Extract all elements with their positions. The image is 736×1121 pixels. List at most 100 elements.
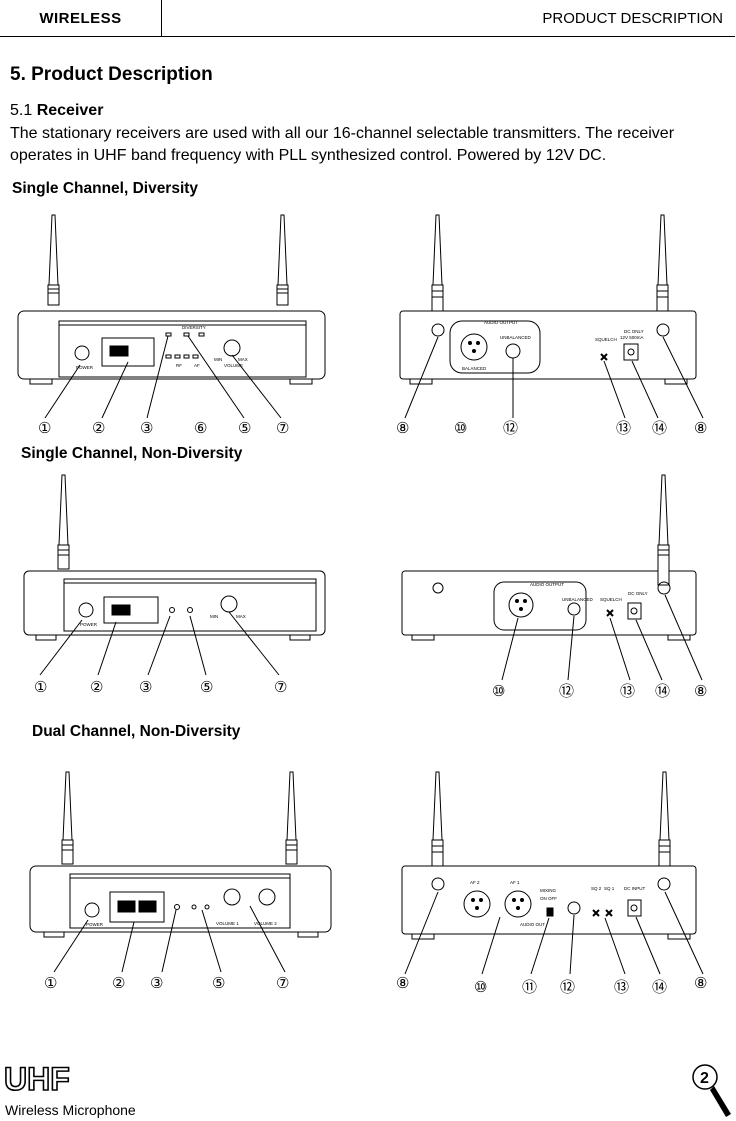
front-panel — [69, 873, 291, 929]
xlr-output-1[interactable] — [504, 890, 532, 918]
front-antenna-left — [47, 214, 60, 306]
callout-front-1: ① — [38, 420, 51, 437]
callout-front-3: ③ — [150, 975, 163, 992]
back-antenna-right — [656, 214, 669, 326]
power-label: POWER — [86, 922, 104, 927]
dc-spec-label: 12V 500mA — [620, 335, 644, 340]
footer-caption: Wireless Microphone — [5, 1102, 136, 1118]
callout-back-3: ⑬ — [620, 683, 635, 700]
callout-front-2: ② — [90, 679, 103, 696]
callout-back-2: ⑩ — [474, 979, 487, 996]
unbalanced-jack[interactable] — [567, 602, 581, 616]
volume-label: VOLUME — [224, 363, 243, 368]
callout-back-4: ⑬ — [616, 420, 631, 437]
squelch-1-adjust[interactable] — [605, 909, 613, 917]
subsection-name: Receiver — [36, 102, 104, 119]
power-label: POWER — [80, 622, 98, 627]
callout-back-6: ⑧ — [694, 420, 707, 437]
balanced-label: BALANCED — [462, 366, 487, 371]
page-number-mic-icon: 2 — [692, 1064, 731, 1117]
dc-input-jack[interactable] — [623, 343, 639, 361]
channel-display — [103, 596, 159, 624]
diagram-single-diversity: POWER DIVERSITY RF AF MIN MAX VOLUME AUD… — [17, 214, 707, 437]
volume1-label: VOLUME 1 — [216, 921, 239, 926]
callout-back-5: ⑧ — [694, 683, 707, 700]
min-label: MIN — [210, 614, 218, 619]
dc-input-label: DC INPUT — [624, 886, 646, 891]
mixing-switch[interactable] — [546, 907, 554, 917]
callout-back-5: ⑭ — [652, 420, 667, 437]
header-brand: WIRELESS — [0, 0, 162, 36]
diagram-dual-non-diversity: POWER VOLUME 1 VOLUME 2 AF 2 AF 1 MIXING… — [29, 771, 707, 996]
sq1-label: SQ 1 — [604, 886, 615, 891]
header-section-title: PRODUCT DESCRIPTION — [542, 9, 723, 27]
squelch-adjust[interactable] — [606, 609, 614, 617]
front-antenna-right — [276, 214, 289, 306]
callout-front-5: ⑦ — [276, 975, 289, 992]
dc-only-label: DC ONLY — [628, 591, 648, 596]
unbalanced-jack[interactable] — [567, 901, 581, 915]
on-off-label: ON OFF — [540, 896, 557, 901]
back-antenna-left — [431, 214, 444, 326]
callout-front-4: ⑤ — [200, 679, 213, 696]
audio-output-label: AUDIO OUTPUT — [484, 320, 518, 325]
section-title-2: Single Channel, Non-Diversity — [21, 445, 243, 462]
callout-back-1: ⑧ — [396, 420, 409, 437]
back-chassis — [401, 570, 697, 636]
section-title-1: Single Channel, Diversity — [12, 180, 199, 197]
power-button[interactable] — [78, 602, 94, 618]
squelch-2-adjust[interactable] — [592, 909, 600, 917]
subsection-number: 5.1 — [10, 102, 33, 119]
callout-front-2: ② — [92, 420, 105, 437]
svg-text:UHF: UHF — [4, 1061, 70, 1096]
callout-back-3: ⑪ — [522, 979, 537, 996]
callout-front-6: ⑦ — [276, 420, 289, 437]
power-button[interactable] — [84, 902, 100, 918]
rf-label: RF — [176, 363, 182, 368]
unbalanced-label: UNBALANCED — [500, 335, 532, 340]
channel-display — [101, 337, 155, 367]
unbalanced-label: UNBALANCED — [562, 597, 594, 602]
callout-back-4: ⑫ — [560, 979, 575, 996]
squelch-adjust[interactable] — [600, 353, 608, 361]
front-antenna-right — [285, 771, 298, 865]
audio-output-box — [449, 320, 541, 374]
callout-front-2: ② — [112, 975, 125, 992]
xlr-output-2[interactable] — [463, 890, 491, 918]
callout-front-1: ① — [44, 975, 57, 992]
audio-output-box — [493, 581, 587, 631]
page-header: WIRELESS PRODUCT DESCRIPTION — [0, 0, 735, 37]
front-antenna — [57, 474, 70, 570]
front-panel — [63, 578, 317, 632]
audio-out-label: AUDIO OUT — [520, 922, 545, 927]
front-antenna-left — [61, 771, 74, 865]
callout-front-5: ⑦ — [274, 679, 287, 696]
mixing-label: MIXING — [540, 888, 557, 893]
callout-back-2: ⑫ — [559, 683, 574, 700]
callout-front-3: ③ — [139, 679, 152, 696]
diagram-single-non-diversity: POWER MIN MAX AUDIO OUTPUT UNBALANCED SQ… — [23, 474, 707, 700]
af2-label: AF 2 — [470, 880, 480, 885]
callout-back-1: ⑩ — [492, 683, 505, 700]
intro-paragraph: The stationary receivers are used with a… — [10, 125, 675, 164]
volume-knob[interactable] — [223, 339, 241, 357]
back-chassis — [399, 310, 697, 380]
min-label: MIN — [214, 357, 222, 362]
callout-front-4: ⑤ — [212, 975, 225, 992]
max-label: MAX — [238, 357, 248, 362]
volume-knob-2[interactable] — [258, 888, 276, 906]
max-label: MAX — [236, 614, 246, 619]
power-label: POWER — [76, 365, 94, 370]
xlr-balanced-jack[interactable] — [508, 592, 534, 618]
dc-only-label: DC ONLY — [624, 329, 644, 334]
volume-knob-1[interactable] — [223, 888, 241, 906]
power-button[interactable] — [74, 345, 90, 361]
callout-back-7: ⑧ — [694, 975, 707, 992]
dc-input-jack[interactable] — [627, 899, 642, 917]
uhf-logo: UHF — [3, 1060, 74, 1101]
dc-input-jack[interactable] — [627, 602, 642, 620]
callout-back-5: ⑬ — [614, 979, 629, 996]
xlr-balanced-jack[interactable] — [460, 333, 488, 361]
volume2-label: VOLUME 2 — [254, 921, 277, 926]
back-antenna-left — [431, 771, 444, 881]
